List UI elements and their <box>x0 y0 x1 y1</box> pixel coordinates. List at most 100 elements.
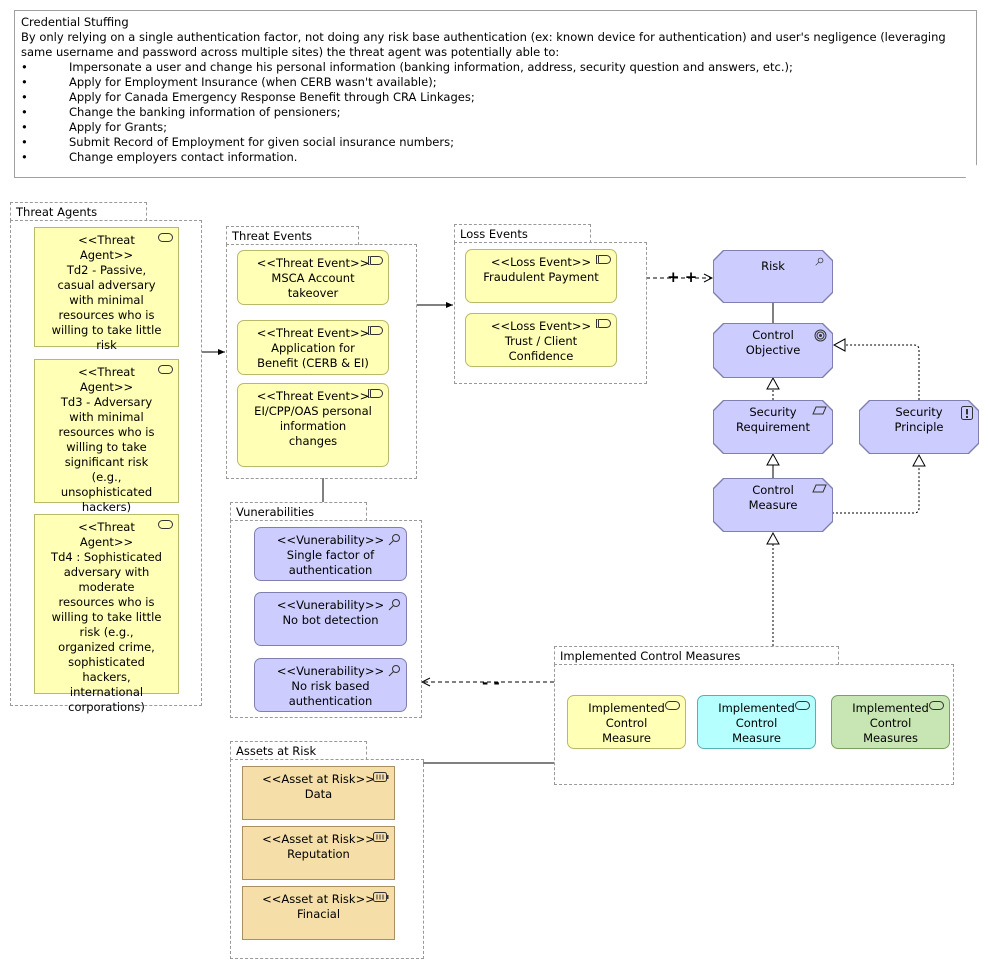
bullet-text: Submit Record of Employment for given so… <box>69 135 454 149</box>
threat-event-element[interactable]: <<Threat Event>>EI/CPP/OAS personal info… <box>237 383 389 467</box>
bullet-mark: • <box>21 135 28 149</box>
resource-icon <box>373 892 389 902</box>
element-stereotype: <<Threat Event>> <box>256 326 370 340</box>
element-name: Fraudulent Payment <box>483 270 599 284</box>
control-measure-element[interactable]: Control Measure <box>713 478 833 532</box>
element-stereotype: <<Threat Event>> <box>256 389 370 403</box>
note-bullet-item: •Impersonate a user and change his perso… <box>21 60 970 75</box>
element-stereotype: <<Asset at Risk>> <box>262 892 375 906</box>
element-stereotype: <<Vunerability>> <box>276 664 385 678</box>
bullet-text: Apply for Grants; <box>69 120 167 134</box>
event-icon <box>368 389 383 398</box>
group-loss-events-label: Loss Events <box>454 224 591 243</box>
bullet-mark: • <box>21 75 28 89</box>
service-icon <box>665 701 680 710</box>
bullet-mark: • <box>21 60 28 74</box>
bullet-mark: • <box>21 105 28 119</box>
element-name: No bot detection <box>282 613 379 627</box>
target-icon <box>814 329 827 342</box>
group-threat-agents[interactable] <box>10 220 202 706</box>
connector-measure-principle <box>832 453 926 514</box>
vulnerability-element[interactable]: <<Vunerability>>Single factor of authent… <box>254 527 407 581</box>
note-intro: By only relying on a single authenticati… <box>21 30 946 59</box>
group-implemented-label: Implemented Control Measures <box>554 646 839 665</box>
group-threat-events-label: Threat Events <box>226 226 359 245</box>
element-stereotype: <<Threat Agent>> <box>78 365 135 394</box>
group-vulnerabilities-label: Vunerabilities <box>230 502 367 521</box>
magnifier-icon <box>388 599 400 611</box>
element-stereotype: <<Threat Event>> <box>256 256 370 270</box>
bullet-text: Apply for Canada Emergency Response Bene… <box>69 90 475 104</box>
element-name: Td4 : Sophisticated adversary with moder… <box>51 550 162 714</box>
note-bullet-item: • Change employers contact information. <box>21 150 970 165</box>
principle-icon <box>961 406 973 420</box>
element-name: Data <box>304 787 333 801</box>
bullet-mark: • <box>21 150 28 164</box>
group-vulnerabilities[interactable] <box>230 520 422 718</box>
note-title: Credential Stuffing <box>21 15 129 29</box>
implemented-control-measure-element[interactable]: Implemented Control Measure <box>697 695 816 749</box>
asset-element[interactable]: <<Asset at Risk>>Data <box>242 766 395 820</box>
resource-icon <box>373 832 389 842</box>
requirement-icon <box>812 406 827 415</box>
element-stereotype: <<Asset at Risk>> <box>262 772 375 786</box>
loss-event-element[interactable]: <<Loss Event>>Trust / Client Confidence <box>465 313 617 367</box>
element-name: Implemented Control Measure <box>588 701 665 745</box>
element-name: No risk based authentication <box>288 679 373 708</box>
security-requirement-element[interactable]: Security Requirement <box>713 400 833 454</box>
group-threat-events[interactable] <box>226 244 417 479</box>
control-objective-label: Control Objective <box>745 328 801 357</box>
security-principle-label: Security Principle <box>894 405 944 434</box>
group-implemented[interactable] <box>554 664 954 785</box>
group-assets[interactable] <box>230 759 424 959</box>
requirement-icon <box>812 484 827 493</box>
threat-event-element[interactable]: <<Threat Event>>Application for Benefit … <box>237 320 389 375</box>
security-requirement-label: Security Requirement <box>736 405 810 434</box>
influence-negative-label: - - <box>482 674 500 692</box>
risk-element[interactable]: Risk <box>713 250 833 303</box>
threat-agent-element[interactable]: <<Threat Agent>>Td4 : Sophisticated adve… <box>34 514 179 714</box>
bullet-mark: • <box>21 120 28 134</box>
threat-event-element[interactable]: <<Threat Event>>MSCA Account takeover <box>237 250 389 305</box>
threat-agent-element[interactable]: <<Threat Agent>>Td3 - Adversary with min… <box>34 359 179 514</box>
note-bullet-item: • Apply for Grants; <box>21 120 970 135</box>
element-name: Td2 - Passive, casual adversary with min… <box>51 263 162 352</box>
threat-agent-element[interactable]: <<Threat Agent>>Td2 - Passive, casual ad… <box>34 227 179 352</box>
bullet-text: Apply for Employment Insurance (when CER… <box>69 75 437 89</box>
event-icon <box>368 256 383 265</box>
asset-element[interactable]: <<Asset at Risk>>Finacial <box>242 886 395 940</box>
group-assets-label: Assets at Risk <box>230 741 367 760</box>
role-icon <box>158 520 173 529</box>
asset-element[interactable]: <<Asset at Risk>>Reputation <box>242 826 395 880</box>
element-stereotype: <<Vunerability>> <box>276 533 385 547</box>
element-name: Reputation <box>287 847 350 861</box>
control-objective-element[interactable]: Control Objective <box>713 323 833 378</box>
element-name: Finacial <box>296 907 341 921</box>
element-name: EI/CPP/OAS personal information changes <box>254 404 372 448</box>
service-icon <box>929 701 944 710</box>
vulnerability-element[interactable]: <<Vunerability>>No bot detection <box>254 592 407 646</box>
magnifier-icon <box>388 534 400 546</box>
note-bullet-item: • Change the banking information of pensi… <box>21 105 970 120</box>
implemented-control-measure-element[interactable]: Implemented Control Measures <box>831 695 950 749</box>
group-loss-events[interactable] <box>454 242 647 384</box>
note-bullet-item: • Apply for Employment Insurance (when CE… <box>21 75 970 90</box>
service-icon <box>795 701 810 710</box>
event-icon <box>596 319 611 328</box>
bullet-text: Change employers contact information. <box>69 150 298 164</box>
magnifier-icon <box>813 257 826 266</box>
bullet-mark: • <box>21 90 28 104</box>
vulnerability-element[interactable]: <<Vunerability>>No risk based authentica… <box>254 658 407 712</box>
bullet-text: Change the banking information of pensio… <box>69 105 341 119</box>
loss-event-element[interactable]: <<Loss Event>>Fraudulent Payment <box>465 249 617 303</box>
element-name: MSCA Account takeover <box>271 271 355 300</box>
element-name: Td3 - Adversary with minimal resources w… <box>58 395 155 514</box>
security-principle-element[interactable]: Security Principle <box>859 400 979 454</box>
role-icon <box>158 365 173 374</box>
resource-icon <box>373 772 389 782</box>
connector-principle-objective <box>832 338 920 400</box>
element-stereotype: <<Vunerability>> <box>276 598 385 612</box>
implemented-control-measure-element[interactable]: Implemented Control Measure <box>567 695 686 749</box>
note-bullet-item: • Apply for Canada Emergency Response Ben… <box>21 90 970 105</box>
